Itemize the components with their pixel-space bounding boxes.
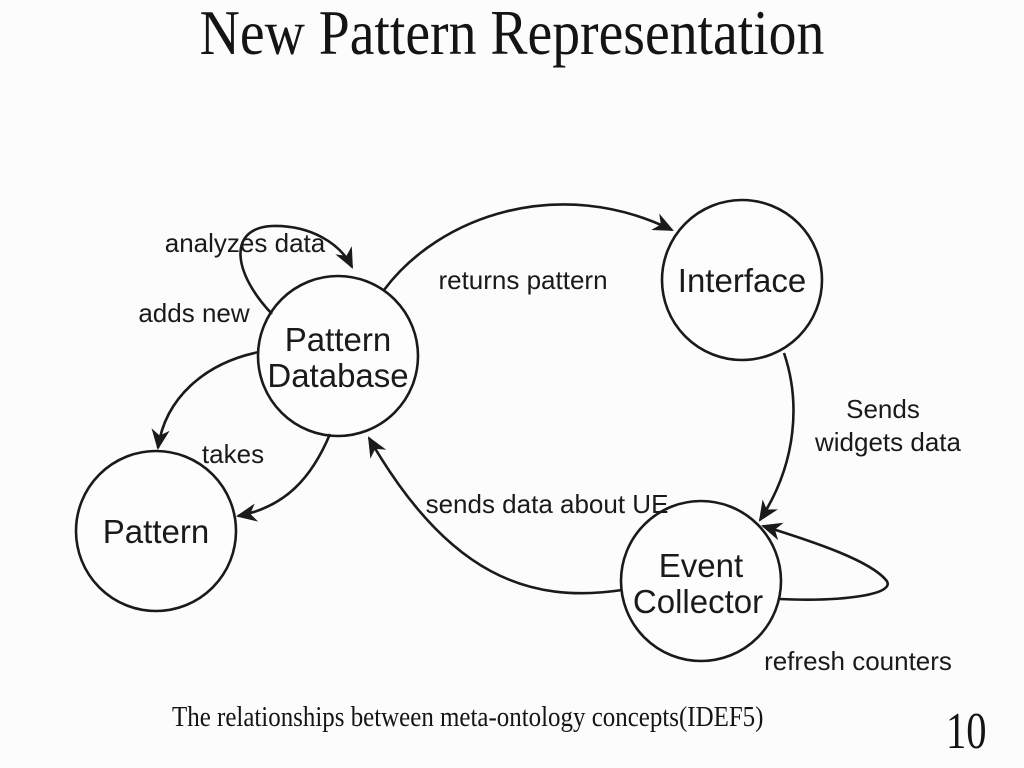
edge-label-refresh-counters: refresh counters [764,646,952,676]
node-pattern-database-label-line1: Pattern [285,321,391,358]
edge-analyzes-data-self-loop [239,224,354,315]
node-event-collector-circle [619,499,783,663]
slide-caption: The relationships between meta-ontology … [172,701,764,733]
node-pattern-label: Pattern [103,513,209,550]
edge-label-takes: takes [202,439,264,469]
node-pattern-database-label-line2: Database [267,357,408,394]
edge-label-sends-widgets-line2: widgets data [814,427,962,457]
edge-label-sends-data-about-ue: sends data about UE [426,489,669,519]
slide-title-text: New Pattern Representation [199,0,825,68]
edge-label-adds-new: adds new [138,298,250,328]
node-pattern-circle [74,449,238,613]
page-number: 10 [946,703,987,760]
node-pattern-database-circle [256,274,420,438]
edge-takes-arrow [235,433,332,522]
node-event-collector-label-line1: Event [659,547,743,584]
edge-adds-new-arrow [151,350,260,451]
edge-label-analyzes-data: analyzes data [165,228,326,258]
edge-label-sends-widgets-line1: Sends [846,394,920,424]
edge-returns-pattern-arrow [382,203,674,291]
slide-title: New Pattern Representation [0,1,1024,65]
edge-refresh-counters-self-loop [761,522,889,601]
edge-label-returns-pattern: returns pattern [438,265,607,295]
node-interface-circle [660,198,824,362]
node-event-collector-label-line2: Collector [633,583,763,620]
edge-sends-data-about-ue-arrow [367,436,623,595]
node-interface-label: Interface [678,262,806,299]
edge-sends-widgets-data-arrow [758,352,795,522]
